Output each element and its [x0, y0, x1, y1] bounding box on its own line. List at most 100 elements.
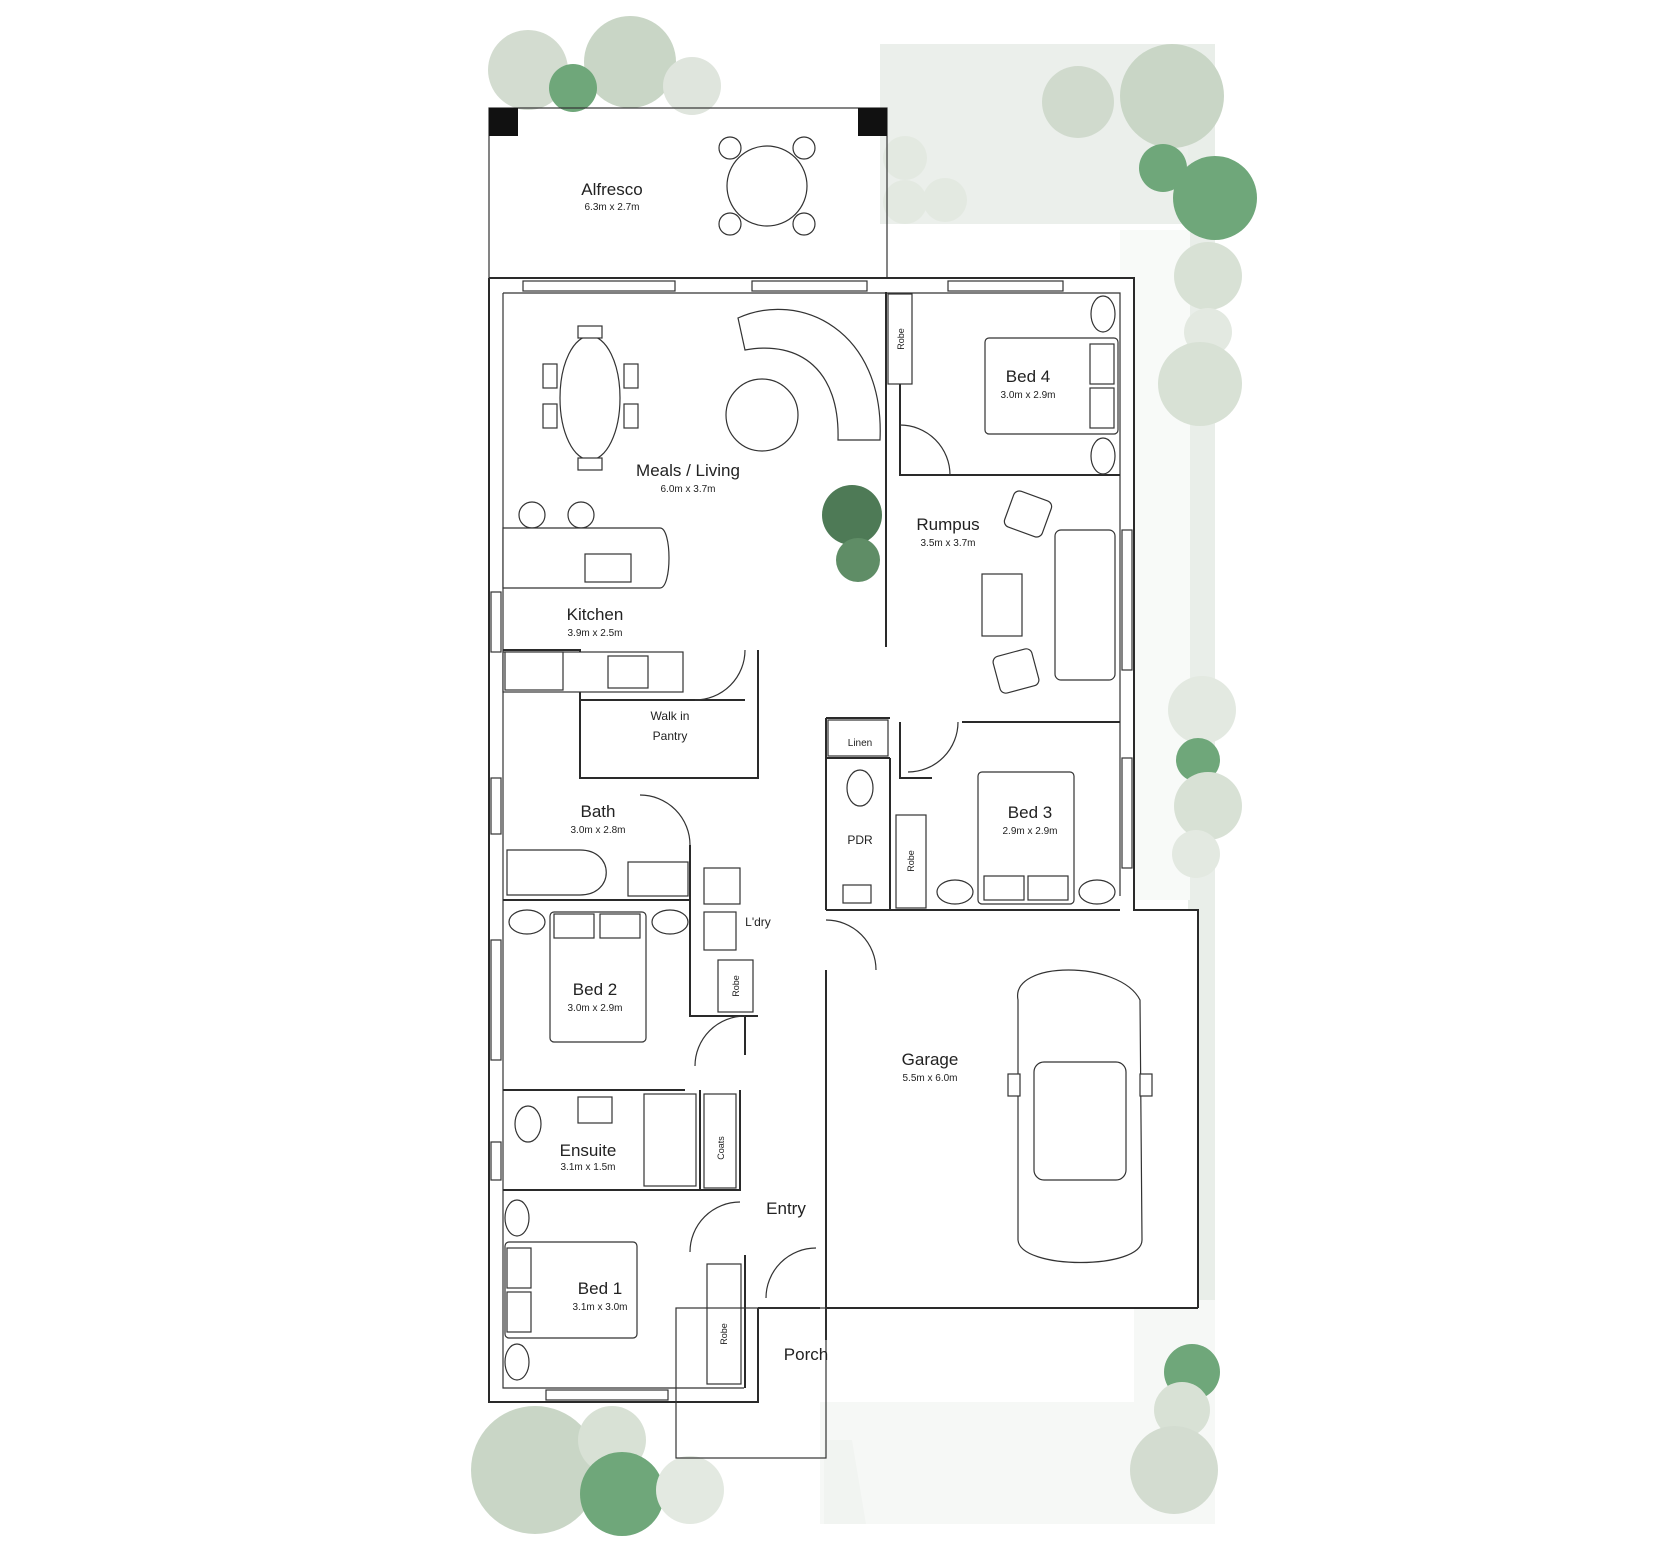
shrub-icon [1174, 242, 1242, 310]
door-icon [899, 424, 951, 476]
porch-label: Porch [784, 1345, 828, 1364]
pdr-label: PDR [847, 833, 873, 847]
sofa-icon [1054, 529, 1116, 681]
entry-label: Entry [766, 1199, 806, 1218]
wall-bed4-rumpus [885, 292, 1120, 647]
bed3-furniture [895, 771, 1116, 909]
robe-bed1-label: Robe [719, 1323, 729, 1345]
bedside-icon [651, 909, 689, 935]
bed2-label: Bed 2 [573, 980, 617, 999]
robe-bed3 [895, 814, 927, 909]
bed1-dims: 3.1m x 3.0m [572, 1302, 627, 1313]
pillow-icon [599, 913, 641, 939]
chair-icon [623, 403, 639, 429]
window-icon [490, 939, 502, 1061]
alfresco-label: Alfresco [581, 180, 642, 199]
doors [639, 424, 959, 1299]
door-icon [639, 794, 691, 846]
shrub-icon [656, 1456, 724, 1524]
plant-icon [822, 485, 882, 545]
chair-icon [992, 648, 1040, 694]
pdr-fixtures [827, 719, 889, 904]
shrub-icon [883, 180, 927, 224]
chair-icon [577, 457, 603, 471]
pillow-icon [1089, 343, 1115, 385]
tree-icon [488, 30, 568, 110]
bath-dims: 3.0m x 2.8m [570, 825, 625, 836]
pillow-icon [983, 875, 1025, 901]
vanity-icon [627, 861, 689, 897]
bedside-icon [1090, 437, 1116, 475]
pillow-icon [1027, 875, 1069, 901]
outdoor-table [726, 145, 808, 227]
robe-bed4 [887, 293, 913, 385]
window-icon [490, 1141, 502, 1181]
bed1-furniture [504, 1199, 742, 1385]
fridge-icon [504, 651, 564, 691]
tree-icon [1176, 738, 1220, 782]
cooktop-icon [607, 655, 649, 689]
kitchen-label: Kitchen [567, 605, 624, 624]
tree-icon [1042, 66, 1114, 138]
bed3-label: Bed 3 [1008, 803, 1052, 822]
tree-icon [663, 57, 721, 115]
tree-icon [584, 16, 676, 108]
chair-icon [623, 363, 639, 389]
laundry-tub-icon [703, 867, 741, 905]
wall-bed2 [503, 1016, 746, 1091]
ensuite-label: Ensuite [560, 1141, 617, 1160]
pillow-icon [1089, 387, 1115, 429]
bed2-furniture [508, 909, 754, 1043]
bedside-icon [1090, 295, 1116, 333]
laundry-label: L'dry [745, 915, 771, 929]
tree-icon [1139, 144, 1187, 192]
path-icon [824, 1440, 866, 1524]
bedside-icon [936, 879, 974, 905]
coffee-table [725, 378, 799, 452]
bath-label: Bath [581, 802, 616, 821]
pillow-icon [506, 1291, 532, 1333]
ensuite-dims: 3.1m x 1.5m [560, 1162, 615, 1173]
kitchen-dims: 3.9m x 2.5m [567, 628, 622, 639]
trees [471, 16, 1257, 1536]
wall-bed3-garage [825, 909, 1120, 1308]
rumpus-dims: 3.5m x 3.7m [920, 538, 975, 549]
bed4-label: Bed 4 [1006, 367, 1050, 386]
toilet-icon [846, 769, 874, 807]
shrub-icon [1154, 1382, 1210, 1438]
ensuite-fixtures [514, 1093, 737, 1189]
door-icon [689, 1201, 741, 1253]
bed-icon [549, 911, 647, 1043]
linen-label: Linen [848, 738, 872, 749]
shrub-icon [1158, 342, 1242, 426]
door-icon [825, 919, 877, 971]
bedside-icon [508, 909, 546, 935]
tree-icon [1120, 44, 1224, 148]
garage-footprint [826, 910, 1198, 1308]
washer-icon [703, 911, 737, 951]
garage-label: Garage [902, 1050, 959, 1069]
bath-fixtures [506, 849, 741, 951]
alfresco-dims: 6.3m x 2.7m [584, 202, 639, 213]
living-furniture [502, 308, 882, 693]
sink-icon [584, 553, 632, 583]
pantry-label-1: Walk in [651, 709, 690, 723]
stool-icon [567, 501, 595, 529]
coats-cupboard [703, 1093, 737, 1189]
post-icon [489, 108, 518, 136]
chair-icon [542, 403, 558, 429]
bed-icon [977, 771, 1075, 905]
chair-icon [577, 325, 603, 339]
robe-bed1 [706, 1263, 742, 1385]
window-icon [947, 280, 1064, 292]
window-icon [490, 777, 502, 835]
car-roof [1033, 1061, 1127, 1181]
stool-icon [518, 501, 546, 529]
wall-rumpus-bed3 [899, 721, 1120, 779]
robe-bed4-label: Robe [896, 328, 906, 350]
rumpus-label: Rumpus [916, 515, 979, 534]
door-icon [694, 1015, 746, 1067]
coats-label: Coats [716, 1136, 726, 1160]
shrub-icon [923, 178, 967, 222]
